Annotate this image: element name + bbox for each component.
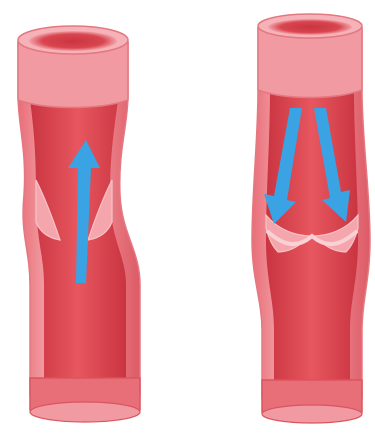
vessel-opening-bottom — [30, 402, 140, 422]
vessel-opening-inner — [268, 19, 352, 35]
vessel-opening-inner — [29, 31, 117, 51]
vein-open-valve — [18, 26, 140, 422]
vein-closed-valve — [252, 14, 370, 423]
vessel-opening-bottom — [262, 405, 362, 423]
